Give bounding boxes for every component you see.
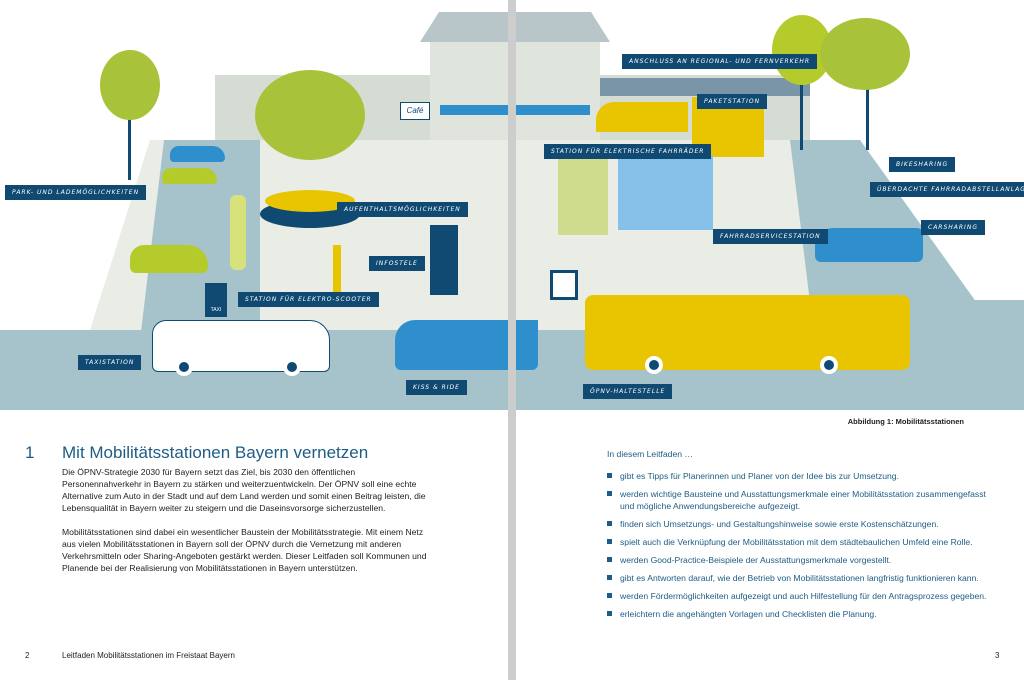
figure-caption: Abbildung 1: Mobilitätsstationen (847, 417, 964, 426)
car-icon (170, 146, 225, 162)
bullet-list: gibt es Tipps für Planerinnen und Planer… (607, 470, 987, 626)
footer-title: Leitfaden Mobilitätsstationen im Freista… (62, 651, 235, 660)
list-item: werden Fördermöglichkeiten aufgezeigt un… (607, 590, 987, 602)
charging-station-icon (230, 195, 246, 270)
cafe-sign: Café (400, 102, 430, 120)
list-item-text: spielt auch die Verknüpfung der Mobilitä… (620, 537, 973, 547)
tree-icon (255, 70, 365, 160)
bullet-icon (607, 593, 612, 598)
bus-icon (585, 295, 910, 370)
label-anschluss: Anschluss an Regional- und Fernverkehr (622, 54, 818, 69)
wheel-icon (283, 358, 301, 376)
label-service: Fahrradservicestation (713, 229, 828, 244)
wheel-icon (645, 356, 663, 374)
chapter-number: 1 (25, 443, 35, 462)
bullet-icon (607, 473, 612, 478)
taxi-sign: TAXI (205, 283, 227, 317)
list-item-text: werden Good-Practice-Beispiele der Ausst… (620, 555, 892, 565)
bullet-icon (607, 575, 612, 580)
label-ebike: Station für elektrische Fahrräder (544, 144, 712, 159)
bike-locker (618, 155, 713, 230)
wheel-icon (175, 358, 193, 376)
bullet-icon (607, 521, 612, 526)
paragraph: Die ÖPNV-Strategie 2030 für Bayern setzt… (62, 467, 426, 513)
tree-icon (820, 18, 910, 90)
list-item-text: werden wichtige Bausteine und Ausstattun… (620, 489, 986, 511)
carsharing-car-icon (815, 228, 923, 262)
ebike-station (558, 155, 608, 235)
platform-roof (600, 78, 810, 96)
label-paketstation: Paketstation (697, 94, 768, 109)
wheel-icon (820, 356, 838, 374)
tree-trunk (800, 60, 803, 150)
bullet-icon (607, 611, 612, 616)
list-item-text: finden sich Umsetzungs- und Gestaltungsh… (620, 519, 939, 529)
label-ueberdacht: Überdachte Fahrradabstellanlagen (870, 182, 1024, 197)
list-item: erleichtern die angehängten Vorlagen und… (607, 608, 987, 620)
list-item: gibt es Tipps für Planerinnen und Planer… (607, 470, 987, 482)
bench-seat (265, 190, 355, 212)
car-icon (162, 168, 217, 184)
scooter-station-icon (333, 245, 341, 295)
list-item: gibt es Antworten darauf, wie der Betrie… (607, 572, 987, 584)
list-item: spielt auch die Verknüpfung der Mobilitä… (607, 536, 987, 548)
tree-trunk (128, 80, 131, 180)
label-bikesharing: Bikesharing (889, 157, 956, 172)
list-item: finden sich Umsetzungs- und Gestaltungsh… (607, 518, 987, 530)
tree-trunk (866, 60, 869, 150)
page-gutter (508, 0, 516, 680)
label-scooter: Station für Elektro-Scooter (238, 292, 379, 307)
label-haltestelle: ÖPNV-Haltestelle (583, 384, 673, 399)
label-kiss-ride: Kiss & Ride (406, 380, 467, 395)
bullet-icon (607, 539, 612, 544)
label-park: Park- und Lademöglichkeiten (5, 185, 147, 200)
list-intro: In diesem Leitfaden … (607, 449, 693, 459)
label-carsharing: Carsharing (921, 220, 985, 235)
tree-icon (100, 50, 160, 120)
list-item-text: erleichtern die angehängten Vorlagen und… (620, 609, 877, 619)
page-number-right: 3 (995, 651, 1000, 660)
chapter-title: Mit Mobilitätsstationen Bayern vernetzen (62, 443, 369, 462)
bullet-icon (607, 491, 612, 496)
body-text: Die ÖPNV-Strategie 2030 für Bayern setzt… (62, 466, 432, 586)
list-item-text: gibt es Tipps für Planerinnen und Planer… (620, 471, 899, 481)
list-item-text: werden Fördermöglichkeiten aufgezeigt un… (620, 591, 987, 601)
electric-car-icon (130, 245, 208, 273)
list-item: werden Good-Practice-Beispiele der Ausst… (607, 554, 987, 566)
label-taxistation: Taxistation (78, 355, 142, 370)
car-icon (395, 320, 538, 370)
label-infostele: Infostele (369, 256, 425, 271)
bullet-icon (607, 557, 612, 562)
list-item: werden wichtige Bausteine und Ausstattun… (607, 488, 987, 512)
paragraph: Mobilitätsstationen sind dabei ein wesen… (62, 527, 427, 573)
info-stele (430, 225, 458, 295)
list-item-text: gibt es Antworten darauf, wie der Betrie… (620, 573, 979, 583)
train-icon (596, 102, 688, 132)
bus-stop-sign (550, 270, 578, 300)
label-aufenthalt: Aufenthaltsmöglichkeiten (337, 202, 468, 217)
page-number-left: 2 (25, 651, 30, 660)
